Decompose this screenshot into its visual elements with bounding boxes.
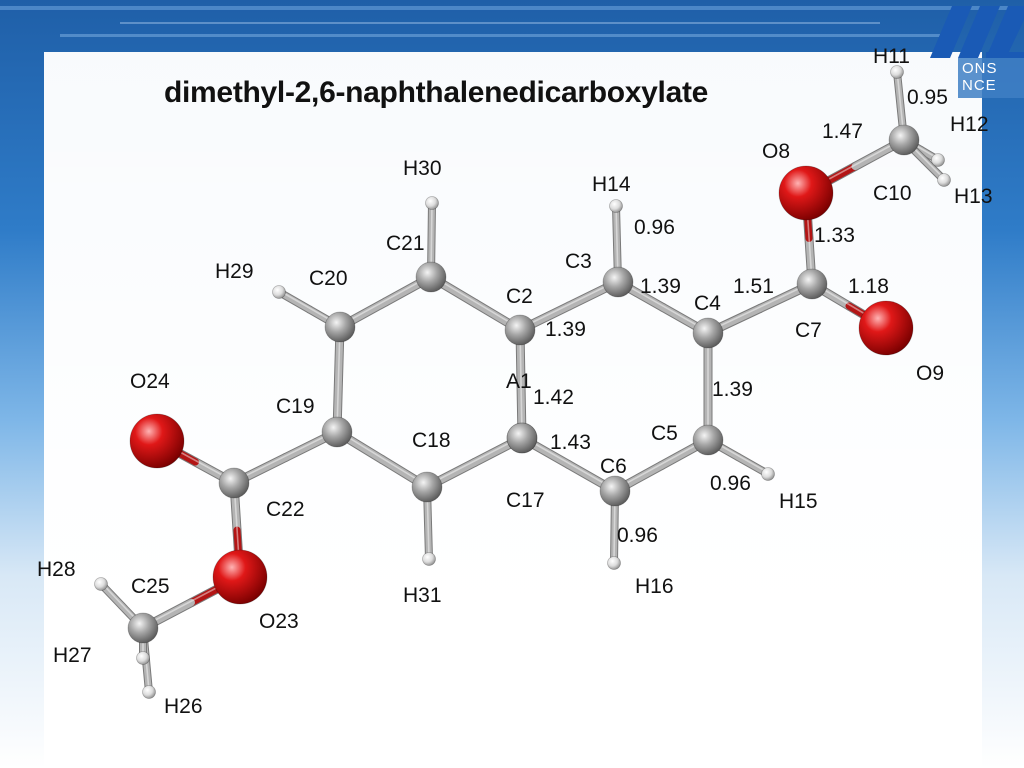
atom-c18 [411, 471, 443, 503]
atom-label-h16: H16 [635, 575, 674, 598]
atom-o8 [778, 165, 834, 221]
atom-label-c10: C10 [873, 182, 912, 205]
atom-label-c4: C4 [694, 292, 721, 315]
atom-label-o24: O24 [130, 370, 170, 393]
bond-c19-c22 [229, 427, 342, 488]
bond-length-c2-c3: 1.39 [545, 318, 586, 341]
atom-o23 [212, 549, 268, 605]
atom-c25 [127, 612, 159, 644]
atom-h26 [142, 685, 156, 699]
atom-label-h29: H29 [215, 260, 254, 283]
bond-length-c7-o8: 1.33 [814, 224, 855, 247]
atom-label-o23: O23 [259, 610, 299, 633]
bond-length-a1-c18: 1.42 [533, 386, 574, 409]
bond-length-c3-h14: 0.96 [634, 216, 675, 239]
atom-h29 [272, 285, 286, 299]
atom-label-c5: C5 [651, 422, 678, 445]
atom-label-h26: H26 [164, 695, 203, 718]
bond-length-c4-c7: 1.51 [733, 275, 774, 298]
atom-h13 [937, 173, 951, 187]
atom-c6 [599, 475, 631, 507]
atom-c7 [796, 268, 828, 300]
atom-label-o9: O9 [916, 362, 944, 385]
bond-length-c4-c5: 1.39 [712, 378, 753, 401]
logo-text-line: ONS [962, 60, 998, 77]
atom-c22 [218, 467, 250, 499]
atom-label-h12: H12 [950, 113, 989, 136]
atom-c4 [692, 317, 724, 349]
atom-label-c20: C20 [309, 267, 348, 290]
atom-label-h13: H13 [954, 185, 993, 208]
bond-length-c5-h15: 0.96 [710, 472, 751, 495]
atom-h14 [609, 199, 623, 213]
bond-length-c7-o9: 1.18 [848, 275, 889, 298]
atom-label-c18: C18 [412, 429, 451, 452]
atom-c17 [506, 422, 538, 454]
atom-label-c17: C17 [506, 489, 545, 512]
atom-c10 [888, 124, 920, 156]
slide-title: dimethyl-2,6-naphthalenedicarboxylate [164, 76, 709, 109]
atom-label-c2: C2 [506, 285, 533, 308]
atom-label-c19: C19 [276, 395, 315, 418]
bond-length-c10-h11: 0.95 [907, 86, 948, 109]
bond-length-c6-h16: 0.96 [617, 524, 658, 547]
atom-c2 [504, 314, 536, 346]
atom-label-c22: C22 [266, 498, 305, 521]
atom-h28 [94, 577, 108, 591]
logo-text: ONS NCE [962, 60, 1024, 94]
atom-layer [94, 65, 951, 699]
atom-h16 [607, 556, 621, 570]
label-layer: 1.39 1.39 1.39 1.43 1.42 1.51 1.33 1.18 1.47 0.95… [37, 45, 993, 718]
atom-label-c6: C6 [600, 455, 627, 478]
atom-label-h15: H15 [779, 490, 818, 513]
atom-label-h14: H14 [592, 173, 631, 196]
atom-o24 [129, 413, 185, 469]
atom-label-c21: C21 [386, 232, 425, 255]
content-panel [44, 52, 982, 768]
atom-label-h27: H27 [53, 644, 92, 667]
atom-h30 [425, 196, 439, 210]
atom-label-o8: O8 [762, 140, 790, 163]
atom-c3 [602, 266, 634, 298]
atom-label-h28: H28 [37, 558, 76, 581]
atom-label-c7: C7 [795, 319, 822, 342]
atom-c20 [324, 311, 356, 343]
atom-h15 [761, 467, 775, 481]
atom-label-h31: H31 [403, 584, 442, 607]
atom-label-c25: C25 [131, 575, 170, 598]
atom-c5 [692, 424, 724, 456]
atom-c21 [415, 261, 447, 293]
atom-label-h30: H30 [403, 157, 442, 180]
logo-text-line: NCE [962, 77, 997, 94]
atom-c19 [321, 416, 353, 448]
atom-o9 [858, 300, 914, 356]
bond-length-c3-c4: 1.39 [640, 275, 681, 298]
bond-length-c6-a1: 1.43 [550, 431, 591, 454]
atom-label-h11: H11 [873, 45, 910, 68]
bond-length-o8-c10: 1.47 [822, 120, 863, 143]
logo-mark [930, 6, 1024, 58]
atom-h31 [422, 552, 436, 566]
atom-h11 [890, 65, 904, 79]
atom-label-c3: C3 [565, 250, 592, 273]
atom-label-a1: A1 [506, 370, 532, 393]
atom-h27 [136, 651, 150, 665]
atom-h12 [931, 153, 945, 167]
background-light-streaks [0, 6, 1024, 37]
